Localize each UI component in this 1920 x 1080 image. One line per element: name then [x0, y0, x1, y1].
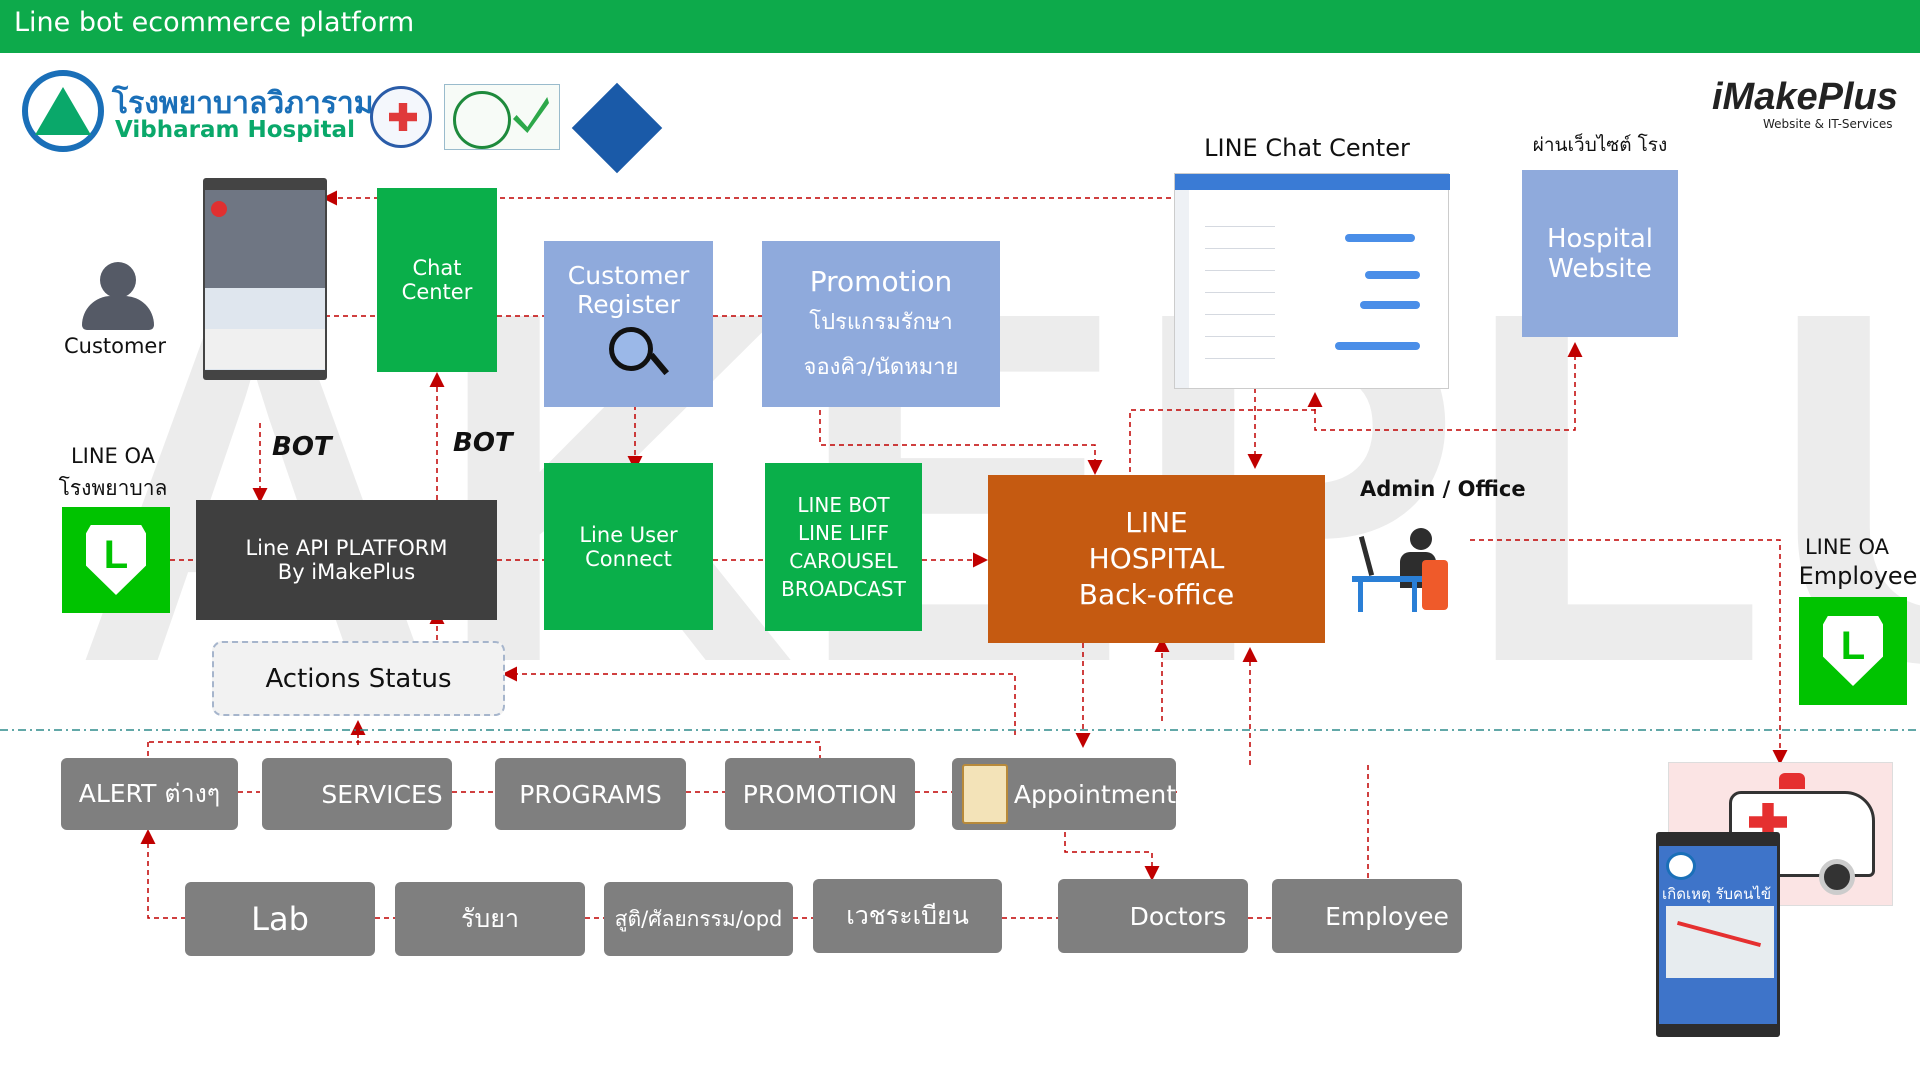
- module-appointment[interactable]: Appointment: [952, 758, 1176, 830]
- module-employee[interactable]: Employee: [1272, 879, 1462, 953]
- customer-register-line1: Customer: [567, 261, 690, 290]
- backoffice-line2: HOSPITAL: [1088, 542, 1225, 575]
- imakeplus-tagline: Website & IT-Services: [1763, 117, 1893, 131]
- hospital-name-en: Vibharam Hospital: [115, 117, 355, 143]
- hospital-name-thai: โรงพยาบาลวิภาราม: [112, 86, 374, 121]
- line-bot-line2: LINE LIFF: [797, 521, 890, 545]
- actions-status-node: Actions Status: [212, 641, 505, 716]
- module-doctors[interactable]: Doctors: [1058, 879, 1248, 953]
- module-programs-label: PROGRAMS: [519, 779, 662, 809]
- module-obstetrics-surgery-opd[interactable]: สูติ/ศัลยกรรม/opd: [604, 882, 793, 956]
- backoffice-node: LINE HOSPITAL Back-office: [988, 475, 1325, 643]
- line-bot-line3: CAROUSEL: [789, 549, 898, 573]
- customer-icon: [78, 262, 156, 330]
- module-pharmacy[interactable]: รับยา: [395, 882, 585, 956]
- line-api-platform-node: Line API PLATFORM By iMakePlus: [196, 500, 497, 620]
- backoffice-line1: LINE: [1125, 506, 1188, 539]
- promotion-booking: จองคิว/นัดหมาย: [803, 354, 959, 380]
- module-alert-label: ALERT ต่างๆ: [78, 779, 221, 808]
- header-title: Line bot ecommerce platform: [14, 7, 415, 38]
- line-user-connect-line1: Line User: [579, 522, 678, 547]
- ambulance-phone-text: เกิดเหตุ รับคนไข้: [1662, 885, 1772, 903]
- module-employee-label: Employee: [1325, 901, 1449, 931]
- hospital-website-node[interactable]: Hospital Website: [1522, 170, 1678, 337]
- module-services-label: SERVICES: [321, 779, 443, 809]
- module-programs[interactable]: PROGRAMS: [495, 758, 686, 830]
- chat-center-screenshot: [1174, 173, 1450, 389]
- line-oa-left: L: [62, 507, 170, 613]
- line-bot-line1: LINE BOT: [797, 493, 890, 517]
- chat-center-line1: Chat: [412, 256, 462, 280]
- module-lab[interactable]: Lab: [185, 882, 375, 956]
- customer-register-node: Customer Register: [544, 241, 713, 407]
- module-appointment-label: Appointment: [1013, 779, 1176, 809]
- ambulance-phone-screenshot: เกิดเหตุ รับคนไข้: [1656, 832, 1780, 1037]
- line-oa-right-label: LINE OA: [1804, 535, 1890, 559]
- customer-label: Customer: [63, 334, 166, 358]
- line-api-title: Line API PLATFORM: [245, 536, 448, 560]
- header-bar: Line bot ecommerce platform: [0, 0, 1920, 53]
- module-obstetrics-label: สูติ/ศัลยกรรม/opd: [614, 906, 783, 931]
- module-pharmacy-label: รับยา: [461, 904, 519, 933]
- module-services[interactable]: SERVICES: [262, 758, 452, 830]
- actions-status-label: Actions Status: [265, 663, 452, 694]
- module-promotion[interactable]: PROMOTION: [725, 758, 915, 830]
- backoffice-line3: Back-office: [1078, 578, 1235, 611]
- module-medical-records-label: เวชระเบียน: [846, 901, 969, 930]
- line-oa-right: L: [1799, 597, 1907, 705]
- bot-label-left: BOT: [272, 432, 332, 462]
- line-oa-thai-label: โรงพยาบาล: [58, 476, 168, 500]
- certification-badge-icon: [444, 84, 560, 150]
- line-api-byline: By iMakePlus: [277, 560, 416, 584]
- admin-office-label: Admin / Office: [1360, 477, 1526, 501]
- line-logo-icon-right: L: [1823, 616, 1883, 686]
- employee-right-label: Employee: [1798, 562, 1918, 590]
- chat-center-node: Chat Center: [377, 188, 497, 372]
- appointment-document-icon: [962, 764, 1008, 824]
- line-bot-line4: BROADCAST: [781, 577, 906, 601]
- promotion-node: Promotion โปรแกรมรักษา จองคิว/นัดหมาย: [762, 241, 1000, 407]
- line-bot-node: LINE BOT LINE LIFF CAROUSEL BROADCAST: [765, 463, 922, 631]
- promotion-programs: โปรแกรมรักษา: [809, 309, 953, 335]
- bot-label-right: BOT: [453, 428, 513, 458]
- module-lab-label: Lab: [251, 900, 309, 938]
- module-doctors-label: Doctors: [1129, 901, 1227, 931]
- module-medical-records[interactable]: เวชระเบียน: [813, 879, 1002, 953]
- line-user-connect-line2: Connect: [585, 546, 672, 571]
- chat-center-line2: Center: [401, 280, 473, 304]
- line-user-connect-node: Line User Connect: [544, 463, 713, 630]
- hospital-website-line2: Website: [1548, 253, 1652, 284]
- line-logo-icon: L: [86, 525, 146, 595]
- module-alert[interactable]: ALERT ต่างๆ: [61, 758, 238, 830]
- hospital-website-line1: Hospital: [1546, 223, 1654, 254]
- mobile-app-screenshot: [203, 178, 327, 380]
- promotion-title: Promotion: [809, 264, 953, 298]
- line-oa-label: LINE OA: [70, 444, 156, 468]
- hospital-logo-icon: [22, 70, 104, 152]
- admin-desk-icon: [1350, 520, 1450, 615]
- line-chat-center-label: LINE Chat Center: [1204, 134, 1410, 162]
- imakeplus-logo: iMakePlus: [1712, 76, 1898, 118]
- customer-register-line2: Register: [577, 290, 680, 319]
- people-search-icon: [569, 327, 689, 387]
- module-promotion-label: PROMOTION: [742, 779, 898, 809]
- accreditation-seal-icon: [370, 86, 432, 148]
